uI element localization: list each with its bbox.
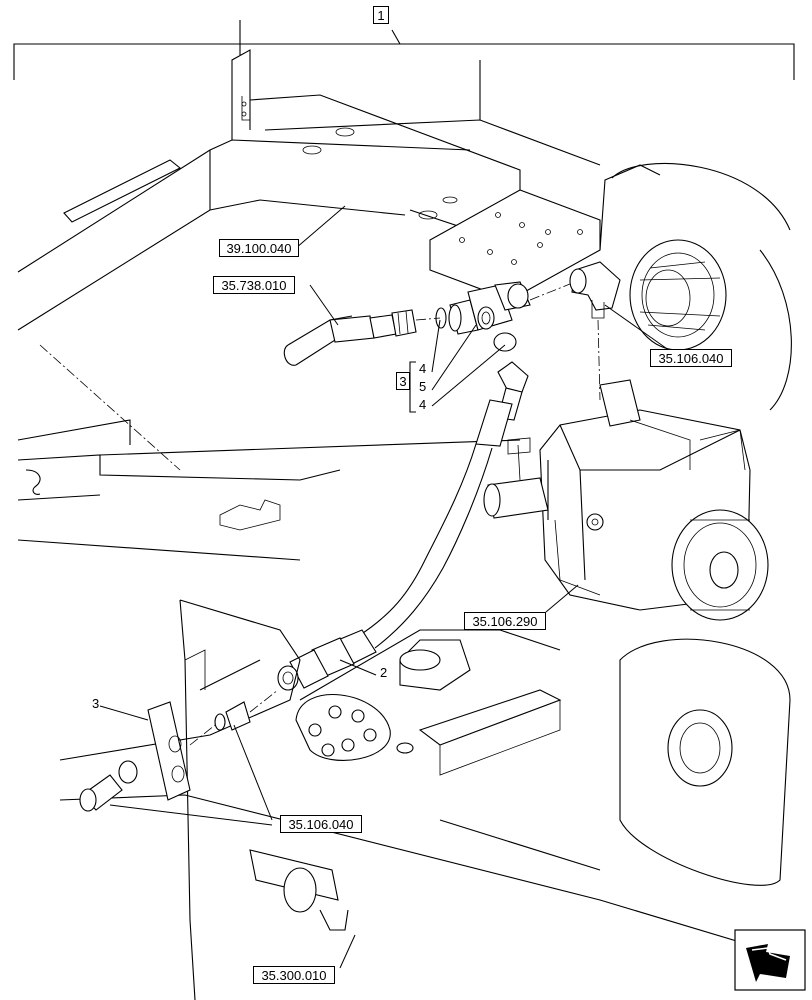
assembly-bracket xyxy=(13,29,795,80)
item-adapter: 5 xyxy=(419,379,427,394)
hydraulic-hose xyxy=(277,361,529,691)
wheel-motor-housing xyxy=(611,163,792,411)
arrow-icon[interactable] xyxy=(734,929,806,991)
lower-housing xyxy=(619,638,791,886)
upper-frame xyxy=(17,20,661,331)
item-seal-a: 4 xyxy=(419,361,427,376)
bolt-plate xyxy=(295,694,414,761)
callout-elbow-top[interactable]: 35.106.040 xyxy=(650,349,732,367)
callout-assembly[interactable]: 1 xyxy=(373,6,389,24)
side-frame-lines xyxy=(17,344,521,561)
item-seal-b: 4 xyxy=(419,397,427,412)
callout-fittings-bottom[interactable]: 35.106.040 xyxy=(280,815,362,833)
mounting-bracket xyxy=(79,689,279,812)
callout-pump[interactable]: 35.106.290 xyxy=(464,612,546,630)
elbow-fitting xyxy=(569,261,621,401)
callout-frame-bottom[interactable]: 35.300.010 xyxy=(253,966,335,984)
hydraulic-pump xyxy=(483,379,769,621)
item-hose: 2 xyxy=(380,665,388,680)
item-kit-label[interactable]: 3 xyxy=(396,372,410,390)
item-bracket: 3 xyxy=(92,696,100,711)
callout-hose-connector[interactable]: 35.738.010 xyxy=(213,276,295,294)
callout-frame[interactable]: 39.100.040 xyxy=(219,239,299,257)
hose-connector-assembly xyxy=(283,309,441,366)
lower-frame xyxy=(59,599,801,1000)
tee-fitting-assembly xyxy=(435,281,576,352)
